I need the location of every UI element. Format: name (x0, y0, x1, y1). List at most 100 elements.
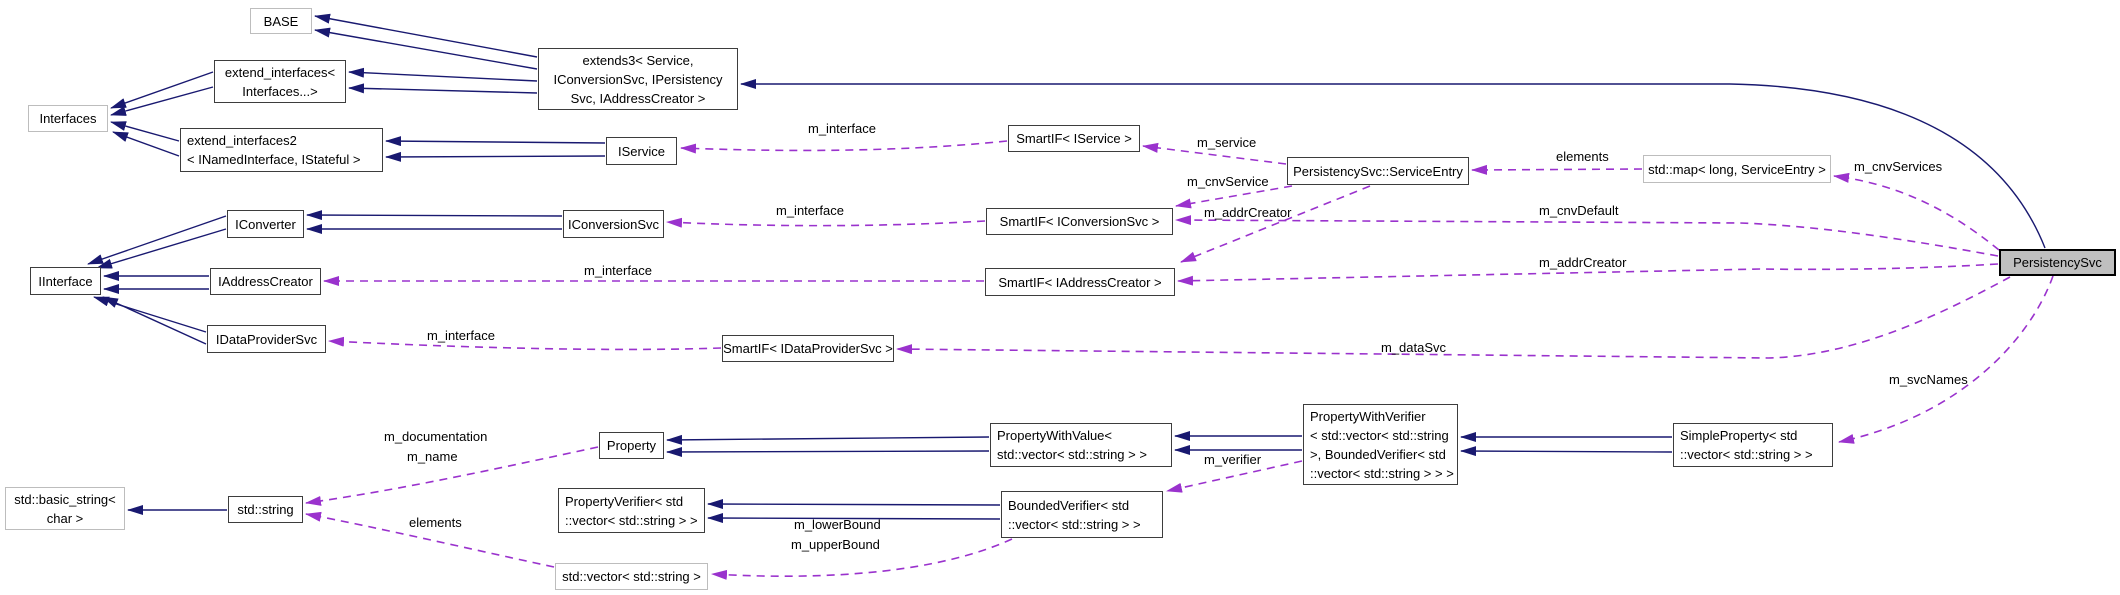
class-node-extends3[interactable]: extends3< Service, IConversionSvc, IPersi… (538, 48, 738, 110)
class-node-text: std::vector< std::string > (562, 569, 701, 584)
edge-extend-interfaces-to-interfaces (110, 86, 214, 116)
class-node-idataprovidersvc[interactable]: IDataProviderSvc (207, 325, 326, 353)
edge-member-label: m_verifier (1204, 452, 1262, 467)
class-node-text: Property (606, 438, 657, 453)
class-node-smartif-idataprovidersvc[interactable]: SmartIF< IDataProviderSvc > (722, 335, 894, 362)
class-node-iinterface[interactable]: IInterface (30, 267, 101, 295)
class-node-text: Interfaces...> (242, 83, 318, 99)
class-node-text: BASE (263, 13, 299, 29)
class-node-iconverter[interactable]: IConverter (227, 210, 304, 238)
class-node-text: IDataProviderSvc (215, 331, 318, 347)
edge-extend-interfaces2-to-interfaces (112, 131, 180, 157)
edge-smartif-idataprovidersvc-to-idataprovidersvc (328, 336, 722, 351)
edge-member-label: elements (1556, 149, 1609, 164)
edge-boundedverifier-to-std-vector (711, 538, 1013, 580)
class-node-simpleproperty[interactable]: SimpleProperty< std::vector< std::string… (1673, 423, 1833, 467)
edge-persistencysvc-to-extends3 (740, 79, 2046, 249)
edge-member-label: m_svcNames (1889, 372, 1968, 387)
class-node-text: SmartIF< IConversionSvc > (999, 214, 1160, 229)
class-node-boundedverifier[interactable]: BoundedVerifier< std::vector< std::strin… (1001, 491, 1163, 538)
class-node-base: BASE (250, 8, 312, 34)
class-node-text: std::map< long, ServiceEntry > (1648, 161, 1826, 177)
class-node-text: >, BoundedVerifier< std (1310, 446, 1446, 462)
class-node-propertyverifier[interactable]: PropertyVerifier< std::vector< std::stri… (558, 488, 705, 533)
class-node-text: PropertyWithVerifier (1310, 408, 1426, 424)
class-node-text: < std::vector< std::string (1310, 427, 1449, 443)
edge-extends3-to-extend-interfaces (348, 83, 538, 94)
edge-member-label: m_name (407, 449, 458, 464)
class-node-text: BoundedVerifier< std (1008, 497, 1130, 513)
edge-persistencysvc-to-std-map (1833, 172, 2000, 251)
edge-serviceentry-to-smartif-iaddresscreator (1180, 185, 1371, 263)
edge-extends3-to-base (314, 27, 538, 70)
edge-serviceentry-to-smartif-iconversionsvc (1175, 185, 1293, 209)
edge-propertywithverifier-to-boundedverifier (1166, 460, 1303, 493)
edge-iservice-to-extend-interfaces2 (385, 136, 606, 147)
edge-std-vector-to-std-string (305, 511, 555, 568)
class-node-text: extend_interfaces2 (187, 133, 297, 148)
class-node-extend-interfaces[interactable]: extend_interfaces< Interfaces...> (214, 60, 346, 103)
class-node-std-vector: std::vector< std::string > (555, 563, 708, 590)
edge-iconverter-to-iinterface (87, 215, 227, 265)
edge-member-label: m_cnvDefault (1539, 203, 1619, 218)
edge-member-label: m_upperBound (791, 537, 880, 552)
class-node-text: IConversionSvc, IPersistency (553, 71, 723, 87)
edge-idataprovidersvc-to-iinterface (93, 296, 207, 333)
class-node-property[interactable]: Property (599, 432, 664, 459)
class-node-smartif-iconversionsvc[interactable]: SmartIF< IConversionSvc > (986, 208, 1173, 235)
class-node-text: ::vector< std::string > > (1680, 447, 1813, 462)
class-node-text: extends3< Service, (582, 52, 694, 68)
class-node-smartif-iservice[interactable]: SmartIF< IService > (1008, 125, 1140, 152)
edge-boundedverifier-to-propertyverifier (707, 499, 1001, 510)
class-node-text: ::vector< std::string > > > (1310, 465, 1454, 481)
edge-propertywithvalue-to-property (666, 446, 990, 457)
class-node-text: extend_interfaces< (224, 64, 336, 80)
edge-extend-interfaces-to-interfaces (110, 71, 214, 109)
class-node-text: IConversionSvc (567, 216, 660, 232)
edge-smartif-iservice-to-iservice (680, 140, 1008, 154)
class-node-text: std::basic_string< (14, 491, 116, 507)
class-node-serviceentry[interactable]: PersistencySvc::ServiceEntry (1287, 157, 1469, 185)
class-node-text: char > (46, 510, 84, 526)
class-node-text: SmartIF< IDataProviderSvc > (723, 341, 893, 356)
edge-extends3-to-extend-interfaces (348, 67, 538, 82)
class-node-text: < INamedInterface, IStateful > (187, 152, 361, 167)
edge-std-map-to-serviceentry (1471, 164, 1643, 175)
class-node-text: Svc, IAddressCreator > (570, 90, 706, 106)
class-node-extend-interfaces2[interactable]: extend_interfaces2 < INamedInterface, ISt… (180, 128, 383, 172)
class-node-iservice[interactable]: IService (606, 137, 677, 165)
class-node-text: IInterface (38, 273, 93, 289)
class-node-text: IAddressCreator (218, 274, 313, 289)
class-node-propertywithverifier[interactable]: PropertyWithVerifier< std::vector< std::… (1303, 404, 1458, 485)
class-node-std-basic-string: std::basic_string<char > (5, 487, 125, 530)
class-node-text: Interfaces (39, 111, 97, 126)
class-node-text: IConverter (235, 216, 296, 232)
class-node-iaddresscreator[interactable]: IAddressCreator (210, 268, 321, 295)
class-node-text: IService (618, 143, 665, 159)
edge-member-label: m_addrCreator (1539, 255, 1627, 270)
edge-member-label: m_addrCreator (1204, 205, 1292, 220)
edge-member-label: m_interface (584, 263, 652, 278)
class-node-std-map: std::map< long, ServiceEntry > (1643, 155, 1831, 183)
class-node-text: std::string (237, 502, 294, 517)
edge-propertywithvalue-to-property (666, 434, 990, 445)
class-node-iconversionsvc[interactable]: IConversionSvc (563, 210, 664, 238)
class-node-smartif-iaddresscreator[interactable]: SmartIF< IAddressCreator > (985, 268, 1175, 296)
edge-smartif-iconversionsvc-to-iconversionsvc (666, 217, 986, 228)
edge-member-label: m_interface (808, 121, 876, 136)
class-node-text: PersistencySvc (2013, 255, 2102, 270)
edge-persistencysvc-to-smartif-idataprovidersvc (896, 276, 2011, 359)
edge-member-label: m_interface (427, 328, 495, 343)
edge-iconverter-to-iinterface (96, 228, 227, 269)
edge-member-label: m_lowerBound (794, 517, 881, 532)
class-node-propertywithvalue[interactable]: PropertyWithValue<std::vector< std::stri… (990, 423, 1172, 467)
edge-member-label: elements (409, 515, 462, 530)
edge-member-label: m_dataSvc (1381, 340, 1447, 355)
edge-extend-interfaces2-to-interfaces (110, 121, 180, 142)
class-node-std-string[interactable]: std::string (228, 496, 303, 523)
edge-member-label: m_interface (776, 203, 844, 218)
edge-serviceentry-to-smartif-iservice (1142, 142, 1287, 165)
edge-member-label: m_cnvService (1187, 174, 1269, 189)
